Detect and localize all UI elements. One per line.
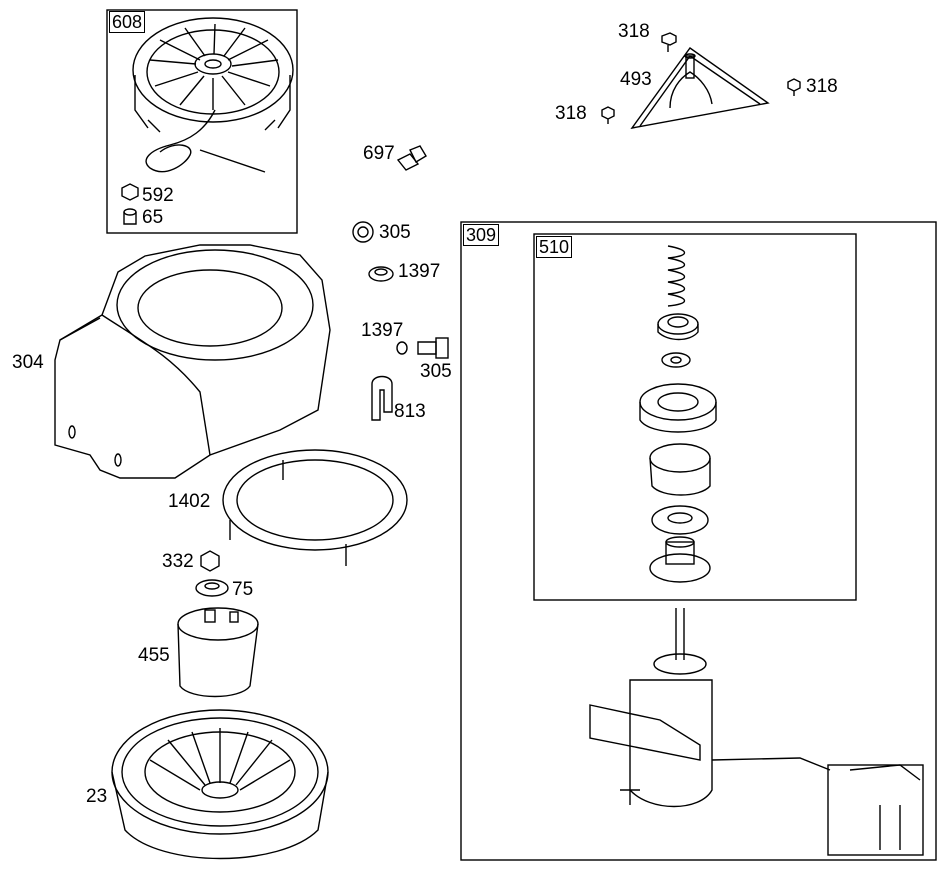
drive-pinion-housing [639,383,717,433]
callout-592: 592 [142,185,174,206]
nut-332 [200,550,220,572]
bracket-493 [630,47,770,130]
callout-65: 65 [142,207,164,228]
blower-housing-304 [54,244,331,479]
drive-spring [667,245,686,307]
washer-75 [195,579,229,597]
callout-1402: 1402 [168,491,211,512]
drive-retainer [657,313,699,341]
cup-455 [177,607,259,698]
washer-1397 [368,266,394,282]
box-608-frame [106,9,298,234]
nut-592 [121,183,139,201]
callout-318-top: 318 [618,21,650,42]
bolt-65 [123,208,137,225]
drive-washer [651,505,709,535]
box-510-frame [533,233,857,601]
box-309-frame [460,221,937,861]
drive-collar [649,536,711,583]
clip-813 [371,375,393,421]
callout-1397-top: 1397 [398,261,441,282]
callout-304: 304 [12,352,44,373]
drive-washer-small [661,352,691,368]
callout-305-mid: 305 [420,361,452,382]
flywheel-23 [111,709,329,860]
bolt-697 [396,145,427,171]
callout-455: 455 [138,645,170,666]
callout-23: 23 [86,786,108,807]
callout-332: 332 [162,551,194,572]
callout-305-top: 305 [379,222,411,243]
callout-697: 697 [363,143,395,164]
callout-318-left: 318 [555,103,587,124]
callout-493: 493 [620,69,652,90]
callout-75: 75 [232,579,254,600]
callout-309: 309 [463,224,500,246]
callout-1397-mid: 1397 [361,320,404,341]
callout-318-right: 318 [806,76,838,97]
rewind-starter-part [132,17,294,173]
backplate-1402 [222,449,408,566]
screw-305 [417,337,449,359]
screw-318 [601,32,801,124]
callout-608: 608 [109,11,146,33]
starter-motor [589,608,924,856]
callout-813: 813 [394,401,426,422]
drive-gear [649,443,711,496]
callout-510: 510 [536,236,573,258]
spacer-305 [352,221,374,243]
washer-1397-small [396,341,408,355]
